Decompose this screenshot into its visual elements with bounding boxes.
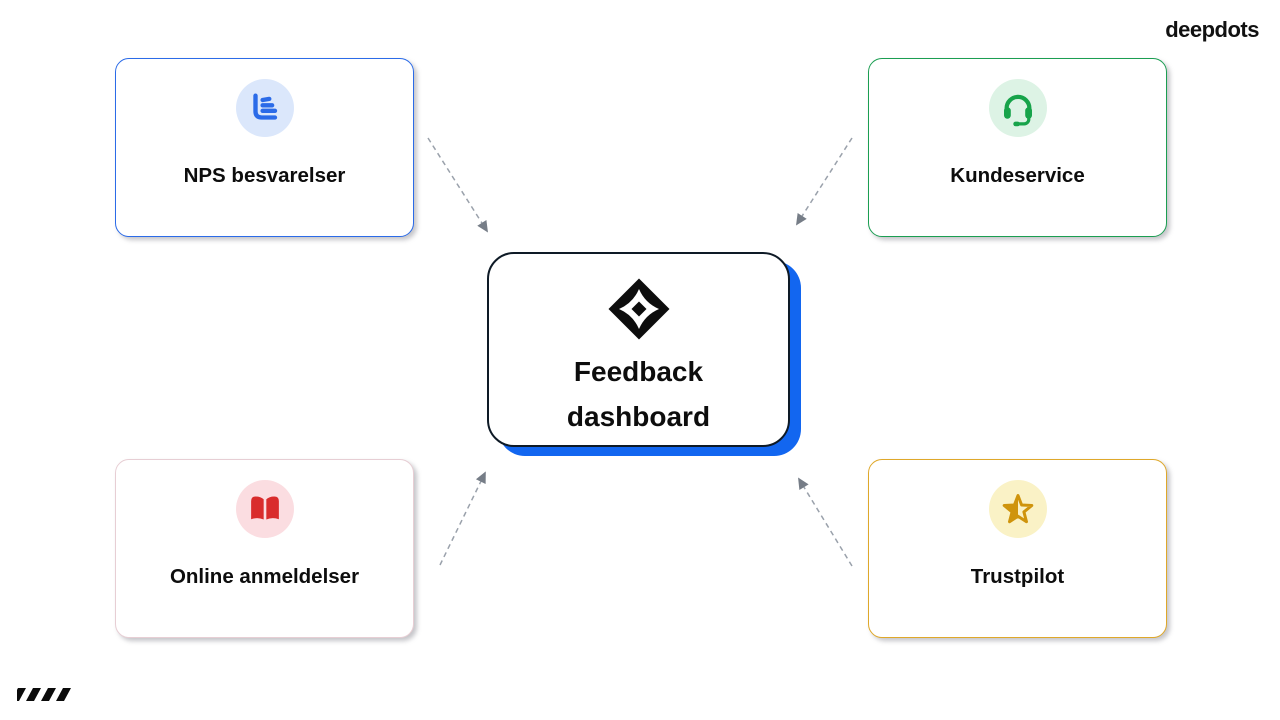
open-book-icon: [235, 480, 294, 538]
node-label: Online anmeldelser: [169, 565, 360, 588]
star-half-icon: [988, 480, 1047, 538]
center-node-title: Feedback dashboard: [566, 356, 711, 432]
arrow-kundeservice-to-center: [796, 137, 853, 226]
node-feedback-dashboard: Feedback dashboard: [487, 252, 790, 447]
bar-chart-icon: [235, 79, 294, 137]
node-label: Kundeservice: [950, 164, 1085, 187]
arrow-online-to-center: [439, 471, 486, 566]
stripes-decoration: [17, 688, 71, 701]
headset-icon: [988, 79, 1047, 137]
node-label: Trustpilot: [970, 565, 1065, 588]
deepdots-diamond-icon: [608, 278, 669, 340]
deepdots-logo: deepdots: [1165, 17, 1259, 42]
node-online-anmeldelser: Online anmeldelser: [115, 459, 414, 638]
node-kundeservice: Kundeservice: [868, 58, 1167, 237]
node-label: NPS besvarelser: [183, 164, 346, 187]
node-trustpilot: Trustpilot: [868, 459, 1167, 638]
arrow-nps-to-center: [427, 137, 488, 233]
node-nps-besvarelser: NPS besvarelser: [115, 58, 414, 237]
arrow-trustpilot-to-center: [798, 477, 853, 567]
